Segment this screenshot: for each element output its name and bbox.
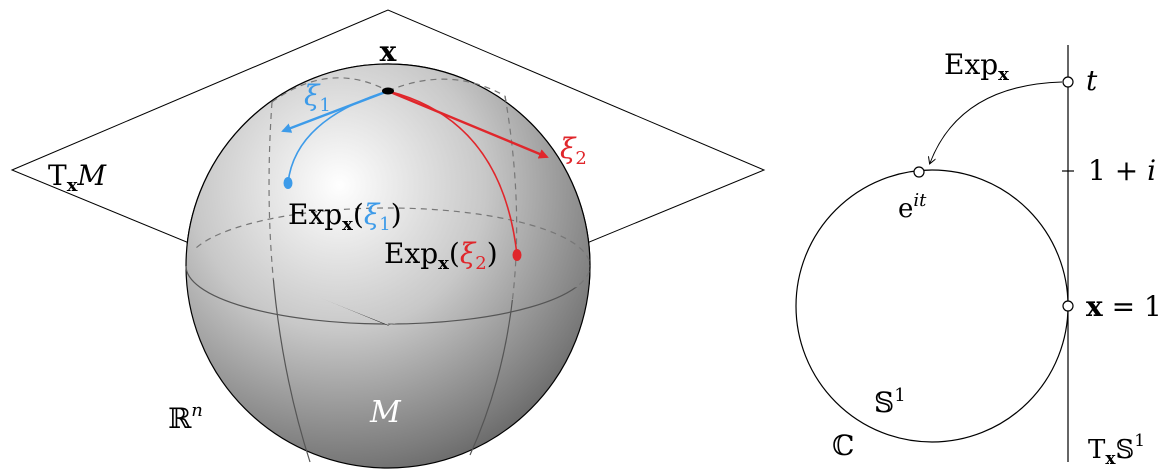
eit-label: eit: [898, 190, 927, 224]
complex-plane-label: ℂ: [832, 429, 854, 462]
exp-xi1-label: Expx(ξ1): [288, 198, 402, 235]
xi2-vector: [387, 89, 549, 159]
xi2-label: ξ2: [560, 132, 587, 169]
exp-xi2-label: Expx(ξ2): [384, 237, 498, 274]
sphere-panel: x TxM ξ1 ξ2 Expx(ξ1) Expx(ξ2) ℝn M: [10, 9, 766, 469]
xi1-label: ξ1: [304, 79, 331, 116]
circle-s1-label: 𝕊1: [874, 385, 906, 419]
exp-xi2-point: [512, 249, 522, 261]
geodesic-xi2: [387, 90, 518, 256]
exp-map-arrow: [930, 81, 1063, 163]
point-x-label: x: [380, 35, 397, 68]
tangent-space-s1-label: Tx𝕊1: [1088, 431, 1145, 469]
point-eit: [913, 166, 925, 178]
unit-circle: [795, 169, 1069, 443]
point-t: [1062, 76, 1074, 88]
t-label: t: [1086, 64, 1098, 97]
ambient-space-label: ℝn: [168, 400, 203, 435]
base-point: [382, 87, 394, 95]
one-plus-i-label: 1 + i: [1088, 154, 1156, 187]
exp-map-label: Expx: [944, 48, 1009, 85]
circle-panel: Expx t 1 + i eit x = 1 𝕊1 ℂ Tx𝕊1: [795, 45, 1158, 469]
exp-xi1-point: [283, 177, 293, 189]
point-x1: [1062, 300, 1074, 312]
tangent-space-label: TxM: [48, 159, 107, 196]
xi1-vector: [281, 89, 389, 133]
manifold-label: M: [369, 395, 402, 430]
x-equals-1-label: x = 1: [1086, 290, 1158, 323]
